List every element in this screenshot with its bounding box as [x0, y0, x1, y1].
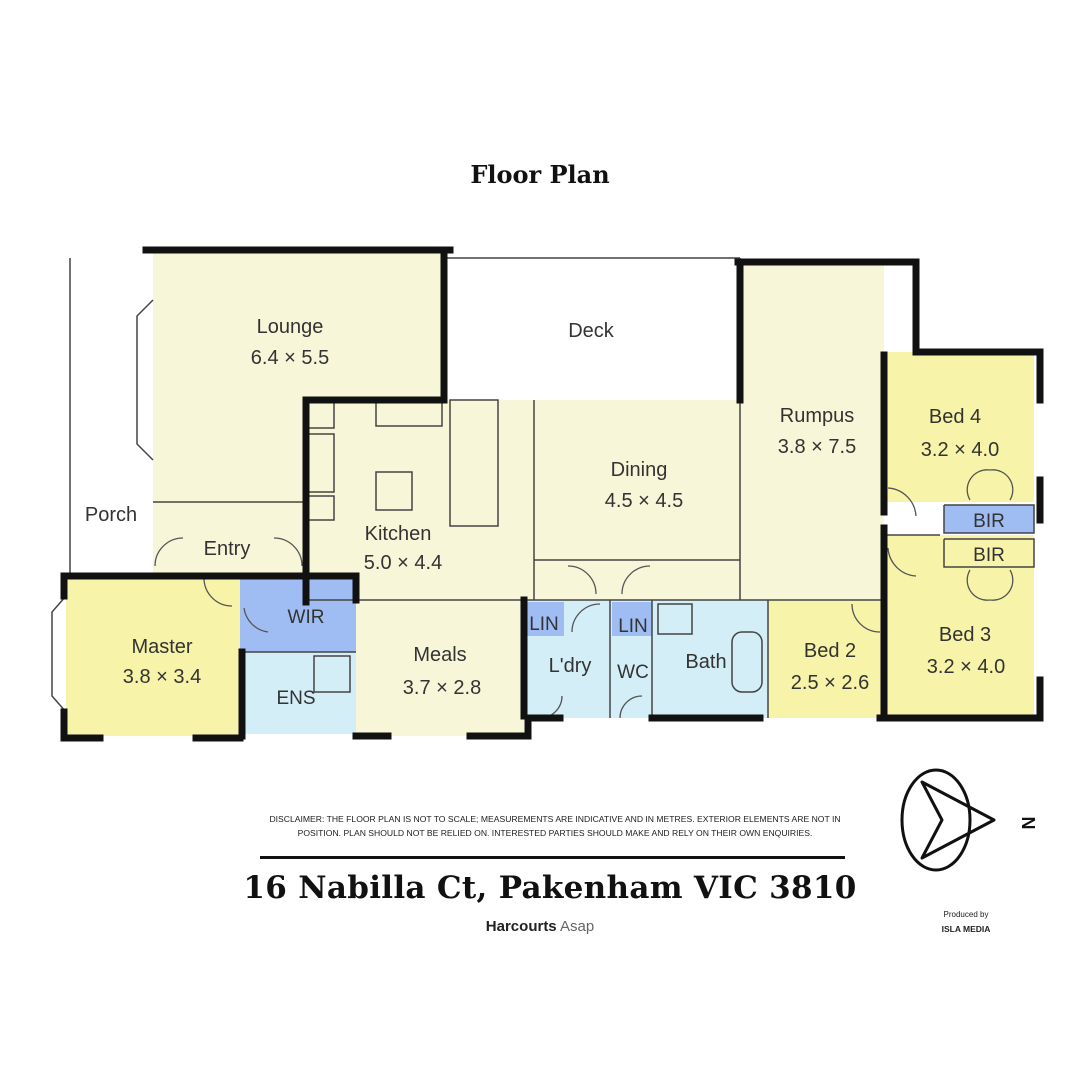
bed3-dims: 3.2 × 4.0 — [927, 656, 1005, 678]
produced-by-label: Produced by — [943, 910, 989, 919]
rumpus-label: Rumpus — [780, 405, 854, 427]
bed2-label: Bed 2 — [804, 640, 856, 662]
meals-area — [356, 600, 524, 736]
kitchen-area — [306, 400, 534, 600]
disclaimer-text: Disclaimer: The floor plan is not to sca… — [269, 814, 841, 838]
porch-area — [70, 258, 154, 573]
bed2-area — [768, 600, 884, 718]
entry-label: Entry — [204, 538, 251, 560]
property-address: 16 Nabilla Ct, Pakenham VIC 3810 — [243, 870, 857, 906]
ens-label: ENS — [276, 688, 315, 709]
dining-area — [534, 400, 740, 600]
door-swings — [154, 469, 1014, 719]
bir2-label: BIR — [973, 545, 1005, 566]
bed4-label: Bed 4 — [929, 406, 981, 428]
rumpus-area — [740, 264, 884, 602]
porch-label: Porch — [85, 504, 137, 526]
bed3-area — [884, 535, 1034, 715]
bir1-label: BIR — [973, 511, 1005, 532]
ens-area — [240, 652, 356, 734]
bed3-label: Bed 3 — [939, 624, 991, 646]
wir-area — [240, 576, 356, 652]
wir-label: WIR — [288, 607, 325, 628]
lin1-area — [524, 602, 564, 636]
deck-area — [444, 258, 740, 400]
deck-label: Deck — [568, 320, 615, 342]
room-fills — [66, 252, 1034, 736]
rumpus-dims: 3.8 × 7.5 — [778, 436, 856, 458]
bed4-dims: 3.2 × 4.0 — [921, 439, 999, 461]
agency-brand: Harcourts — [485, 918, 557, 935]
bed2-dims: 2.5 × 2.6 — [791, 672, 869, 694]
laundry-label: L'dry — [549, 655, 592, 677]
compass-ring — [900, 768, 972, 872]
lin2-area — [612, 602, 652, 636]
lin2-label: LIN — [618, 616, 648, 637]
kitchen-label: Kitchen — [365, 523, 432, 545]
dining-label: Dining — [611, 459, 668, 481]
agency-branch: Asap — [560, 918, 595, 935]
bath-area — [652, 600, 768, 718]
exterior-walls — [60, 246, 1044, 742]
dining-dims: 4.5 × 4.5 — [605, 490, 683, 512]
room-labels: Lounge 6.4 × 5.5 Deck Rumpus 3.8 × 7.5 B… — [85, 316, 1005, 709]
master-dims: 3.8 × 3.4 — [123, 666, 201, 688]
plan-title: Floor Plan — [470, 160, 610, 189]
lin1-label: LIN — [529, 614, 559, 635]
agency-logo: Harcourts Asap — [380, 918, 700, 935]
producer-credit: Produced by ISLA MEDIA — [920, 908, 1012, 936]
compass-arrow-icon — [920, 780, 996, 860]
compass-north-label: N — [1018, 817, 1038, 830]
bath-label: Bath — [685, 651, 726, 673]
meals-label: Meals — [413, 644, 466, 666]
compass: N — [900, 768, 1038, 872]
master-label: Master — [131, 636, 192, 658]
bir1-area — [944, 505, 1034, 533]
divider-rule — [260, 856, 845, 859]
producer-studio: ISLA MEDIA — [941, 924, 991, 934]
wc-label: WC — [617, 662, 649, 683]
lounge-label: Lounge — [257, 316, 324, 338]
meals-dims: 3.7 × 2.8 — [403, 677, 481, 699]
lounge-dims: 6.4 × 5.5 — [251, 347, 329, 369]
master-area — [66, 576, 240, 736]
kitchen-dims: 5.0 × 4.4 — [364, 552, 442, 574]
